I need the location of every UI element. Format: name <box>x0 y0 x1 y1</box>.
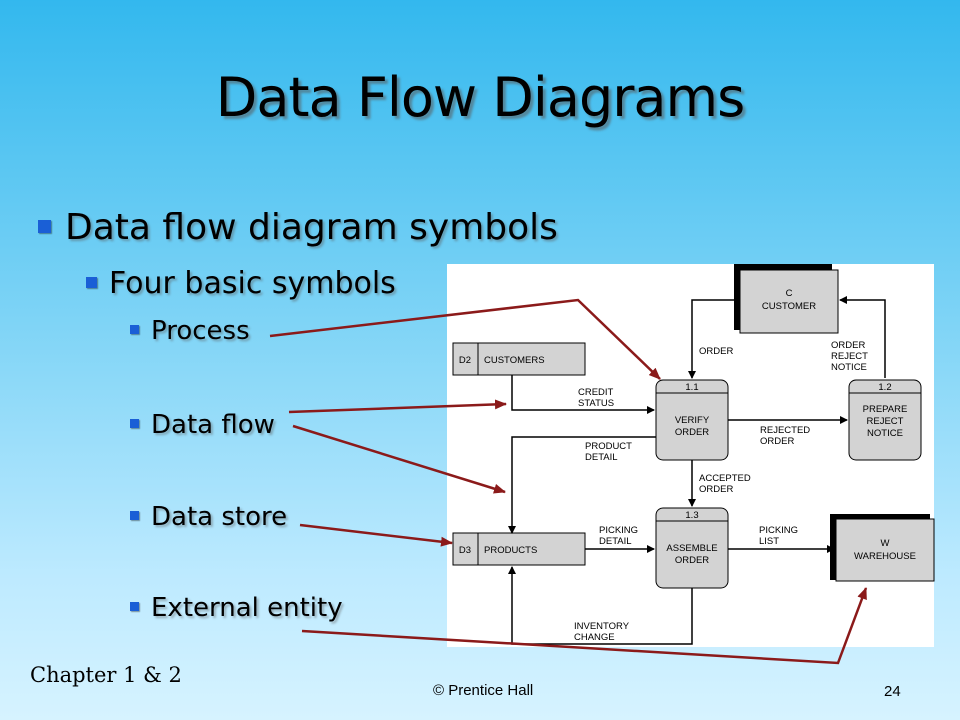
flow-label-credit-1: CREDIT <box>578 387 614 398</box>
flow-label-order-reject-2: REJECT <box>831 351 868 362</box>
pointer-arrows <box>269 298 868 665</box>
flow-label-inventory-2: CHANGE <box>574 632 615 643</box>
bullet-square-icon <box>86 276 97 288</box>
flow-label-rejected-1: REJECTED <box>760 425 810 436</box>
store-products: D3 PRODUCTS <box>452 532 586 566</box>
bullet-external-entity: External entity <box>130 593 343 623</box>
flow-label-picking-detail-2: DETAIL <box>599 536 632 547</box>
bullet-text: Four basic symbols <box>109 266 396 301</box>
process-verify-line2: ORDER <box>675 427 709 438</box>
process-reject-line1: PREPARE <box>863 404 908 415</box>
process-assemble-order: 1.3 ASSEMBLE ORDER <box>655 507 729 589</box>
process-verify-id: 1.1 <box>685 382 698 393</box>
bullet-square-icon <box>130 325 139 334</box>
process-assemble-id: 1.3 <box>685 510 698 521</box>
symbol-label-data-flow: Data flow <box>151 410 275 440</box>
flow-label-order-reject-1: ORDER <box>831 340 865 351</box>
process-reject-line3: NOTICE <box>867 428 903 439</box>
bullet-level1: Data flow diagram symbols <box>38 207 558 248</box>
bullet-square-icon <box>38 219 51 233</box>
process-verify-order: 1.1 VERIFY ORDER <box>655 379 729 461</box>
entity-warehouse: W WAREHOUSE <box>830 514 935 582</box>
flow-label-accepted-2: ORDER <box>699 484 733 495</box>
footer-chapter: Chapter 1 & 2 <box>30 663 182 687</box>
flow-label-inventory-1: INVENTORY <box>574 621 630 632</box>
symbol-label-data-store: Data store <box>151 502 288 532</box>
bullet-level2: Four basic symbols <box>86 266 396 301</box>
store-customers: D2 CUSTOMERS <box>452 342 586 376</box>
flow-label-order-reject-3: NOTICE <box>831 362 867 373</box>
entity-customer-id: C <box>786 288 793 299</box>
store-customers-id: D2 <box>459 355 471 366</box>
flow-order-reject-notice <box>839 296 886 378</box>
process-reject-line2: REJECT <box>867 416 904 427</box>
pointer-external-entity <box>301 587 868 665</box>
store-customers-name: CUSTOMERS <box>484 355 545 366</box>
store-products-id: D3 <box>459 545 471 556</box>
entity-customer: C CUSTOMER <box>734 264 839 334</box>
bullet-data-flow: Data flow <box>130 410 275 440</box>
flow-label-product-detail-2: DETAIL <box>585 452 618 463</box>
process-reject-id: 1.2 <box>878 382 891 393</box>
pointer-data-store <box>299 523 453 547</box>
slide-title: Data Flow Diagrams <box>215 66 746 129</box>
flow-label-picking-list-1: PICKING <box>759 525 798 536</box>
page-number: 24 <box>884 683 901 700</box>
flow-inventory-change <box>508 566 693 645</box>
pointer-data-flow <box>288 399 507 414</box>
bullet-text: Data flow diagram symbols <box>65 207 558 248</box>
flow-label-rejected-2: ORDER <box>760 436 794 447</box>
entity-customer-name: CUSTOMER <box>762 301 816 312</box>
flow-credit-status <box>511 375 655 414</box>
flow-label-picking-detail-1: PICKING <box>599 525 638 536</box>
bullet-square-icon <box>130 511 139 520</box>
process-assemble-line2: ORDER <box>675 555 709 566</box>
flow-order <box>688 299 740 379</box>
bullet-square-icon <box>130 419 139 428</box>
bullet-process: Process <box>130 316 250 346</box>
entity-warehouse-id: W <box>881 538 890 549</box>
flow-label-product-detail-1: PRODUCT <box>585 441 632 452</box>
store-products-name: PRODUCTS <box>484 545 537 556</box>
bullet-square-icon <box>130 602 139 611</box>
entity-warehouse-name: WAREHOUSE <box>854 551 916 562</box>
footer-copyright: © Prentice Hall <box>433 682 534 699</box>
flow-label-order: ORDER <box>699 346 733 357</box>
process-prepare-reject-notice: 1.2 PREPARE REJECT NOTICE <box>848 379 922 461</box>
data-flow-arrows <box>508 296 886 645</box>
flow-label-picking-list-2: LIST <box>759 536 779 547</box>
pointer-data-flow-2 <box>292 424 506 494</box>
pointer-process <box>269 298 661 380</box>
process-verify-line1: VERIFY <box>675 415 710 426</box>
symbol-label-process: Process <box>151 316 250 346</box>
flow-label-credit-2: STATUS <box>578 398 614 409</box>
flow-product-detail <box>508 436 656 534</box>
process-assemble-line1: ASSEMBLE <box>666 543 717 554</box>
flow-label-accepted-1: ACCEPTED <box>699 473 751 484</box>
bullet-data-store: Data store <box>130 502 287 532</box>
symbol-label-external-entity: External entity <box>151 593 343 623</box>
